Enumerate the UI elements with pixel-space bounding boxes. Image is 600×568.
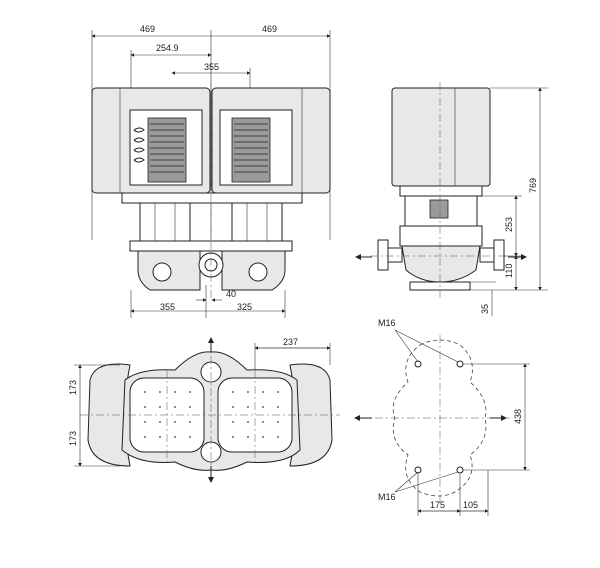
dim-469-right: 469: [262, 24, 277, 34]
dim-40: 40: [226, 289, 236, 299]
dim-173-lower: 173: [68, 431, 78, 446]
dim-355-top: 355: [204, 62, 219, 72]
dim-438: 438: [513, 409, 523, 424]
dim-110: 110: [504, 264, 514, 278]
dim-253: 253: [504, 217, 514, 232]
dim-355-bottom: 355: [160, 302, 175, 312]
bolt-label-top: M16: [378, 318, 396, 328]
dim-469-left: 469: [140, 24, 155, 34]
dim-175: 175: [430, 500, 445, 510]
bolt-label-bottom: M16: [378, 492, 396, 502]
plan-view: 237 173 173: [68, 337, 340, 483]
dim-769: 769: [528, 178, 538, 193]
dim-254-9: 254.9: [156, 43, 179, 53]
base-plate-view: M16 M16 438 175 105: [354, 318, 530, 516]
side-view: 769 253 110 35: [355, 82, 548, 316]
dim-237: 237: [283, 337, 298, 347]
dim-105: 105: [463, 500, 478, 510]
front-view: 469 469 254.9 355: [91, 24, 331, 318]
dim-173-upper: 173: [68, 380, 78, 395]
dim-35: 35: [480, 304, 490, 314]
dim-325-bottom: 325: [237, 302, 252, 312]
